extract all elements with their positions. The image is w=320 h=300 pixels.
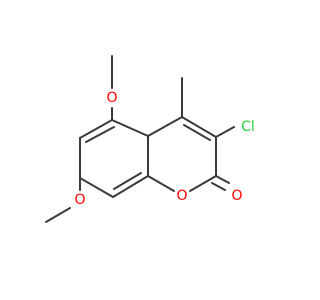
bond (183, 124, 211, 141)
atom-labels: O O O O Cl (74, 90, 254, 208)
bond (215, 175, 230, 184)
bond (147, 116, 183, 137)
bond (79, 177, 114, 198)
methoxy-oxygen-top: O (106, 90, 117, 106)
bond (111, 119, 149, 137)
bond (112, 175, 149, 198)
bond (181, 116, 217, 138)
chlorine-atom: Cl (241, 119, 255, 135)
methoxy-oxygen-left: O (74, 192, 85, 208)
carbonyl-oxygen: O (231, 188, 242, 204)
molecule-structure: O O O O Cl (45, 55, 255, 223)
bond (189, 175, 217, 192)
bond (79, 119, 113, 139)
bond (45, 207, 71, 223)
bond (211, 182, 226, 191)
bond (113, 172, 142, 190)
bonds (45, 55, 235, 223)
bond (147, 175, 175, 192)
bond (85, 126, 115, 143)
ring-oxygen: O (176, 188, 187, 204)
bond (215, 126, 235, 138)
